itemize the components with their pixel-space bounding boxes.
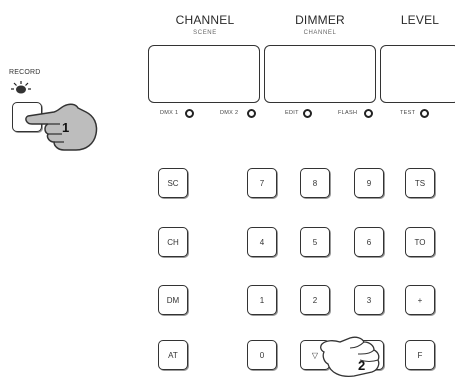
dmx2-label: DMX 2 <box>220 110 238 116</box>
level-display <box>380 45 455 103</box>
flash-led-button[interactable] <box>364 109 373 118</box>
pointing-hand-2-icon <box>320 332 390 378</box>
channel-header: CHANNEL <box>160 13 250 27</box>
test-led-button[interactable] <box>420 109 429 118</box>
edit-label: EDIT <box>285 110 299 116</box>
level-header: LEVEL <box>380 13 455 27</box>
record-label: RECORD <box>9 69 41 76</box>
key-row1-4[interactable]: TS <box>405 168 435 198</box>
key-row4-4[interactable]: F <box>405 340 435 370</box>
dmx2-led-button[interactable] <box>247 109 256 118</box>
key-row3-4[interactable]: + <box>405 285 435 315</box>
key-row1-2[interactable]: 8 <box>300 168 330 198</box>
key-row4-1[interactable]: 0 <box>247 340 277 370</box>
flash-label: FLASH <box>338 110 357 116</box>
key-row2-1[interactable]: 4 <box>247 227 277 257</box>
key-row2-0[interactable]: CH <box>158 227 188 257</box>
key-row1-3[interactable]: 9 <box>354 168 384 198</box>
dimmer-display <box>264 45 376 103</box>
dmx1-label: DMX 1 <box>160 110 178 116</box>
channel-subheader: SCENE <box>160 30 250 36</box>
test-label: TEST <box>400 110 415 116</box>
key-row3-3[interactable]: 3 <box>354 285 384 315</box>
key-row4-0[interactable]: AT <box>158 340 188 370</box>
step-2-callout: 2 <box>358 358 365 373</box>
key-row3-2[interactable]: 2 <box>300 285 330 315</box>
record-led-icon <box>10 80 32 96</box>
key-row3-1[interactable]: 1 <box>247 285 277 315</box>
key-row2-4[interactable]: TO <box>405 227 435 257</box>
channel-display <box>148 45 260 103</box>
step-1-callout: 1 <box>62 120 69 135</box>
key-row2-3[interactable]: 6 <box>354 227 384 257</box>
dimmer-header: DIMMER <box>275 13 365 27</box>
key-row1-1[interactable]: 7 <box>247 168 277 198</box>
dimmer-subheader: CHANNEL <box>275 30 365 36</box>
dmx1-led-button[interactable] <box>185 109 194 118</box>
key-row1-0[interactable]: SC <box>158 168 188 198</box>
key-row3-0[interactable]: DM <box>158 285 188 315</box>
edit-led-button[interactable] <box>303 109 312 118</box>
key-row2-2[interactable]: 5 <box>300 227 330 257</box>
